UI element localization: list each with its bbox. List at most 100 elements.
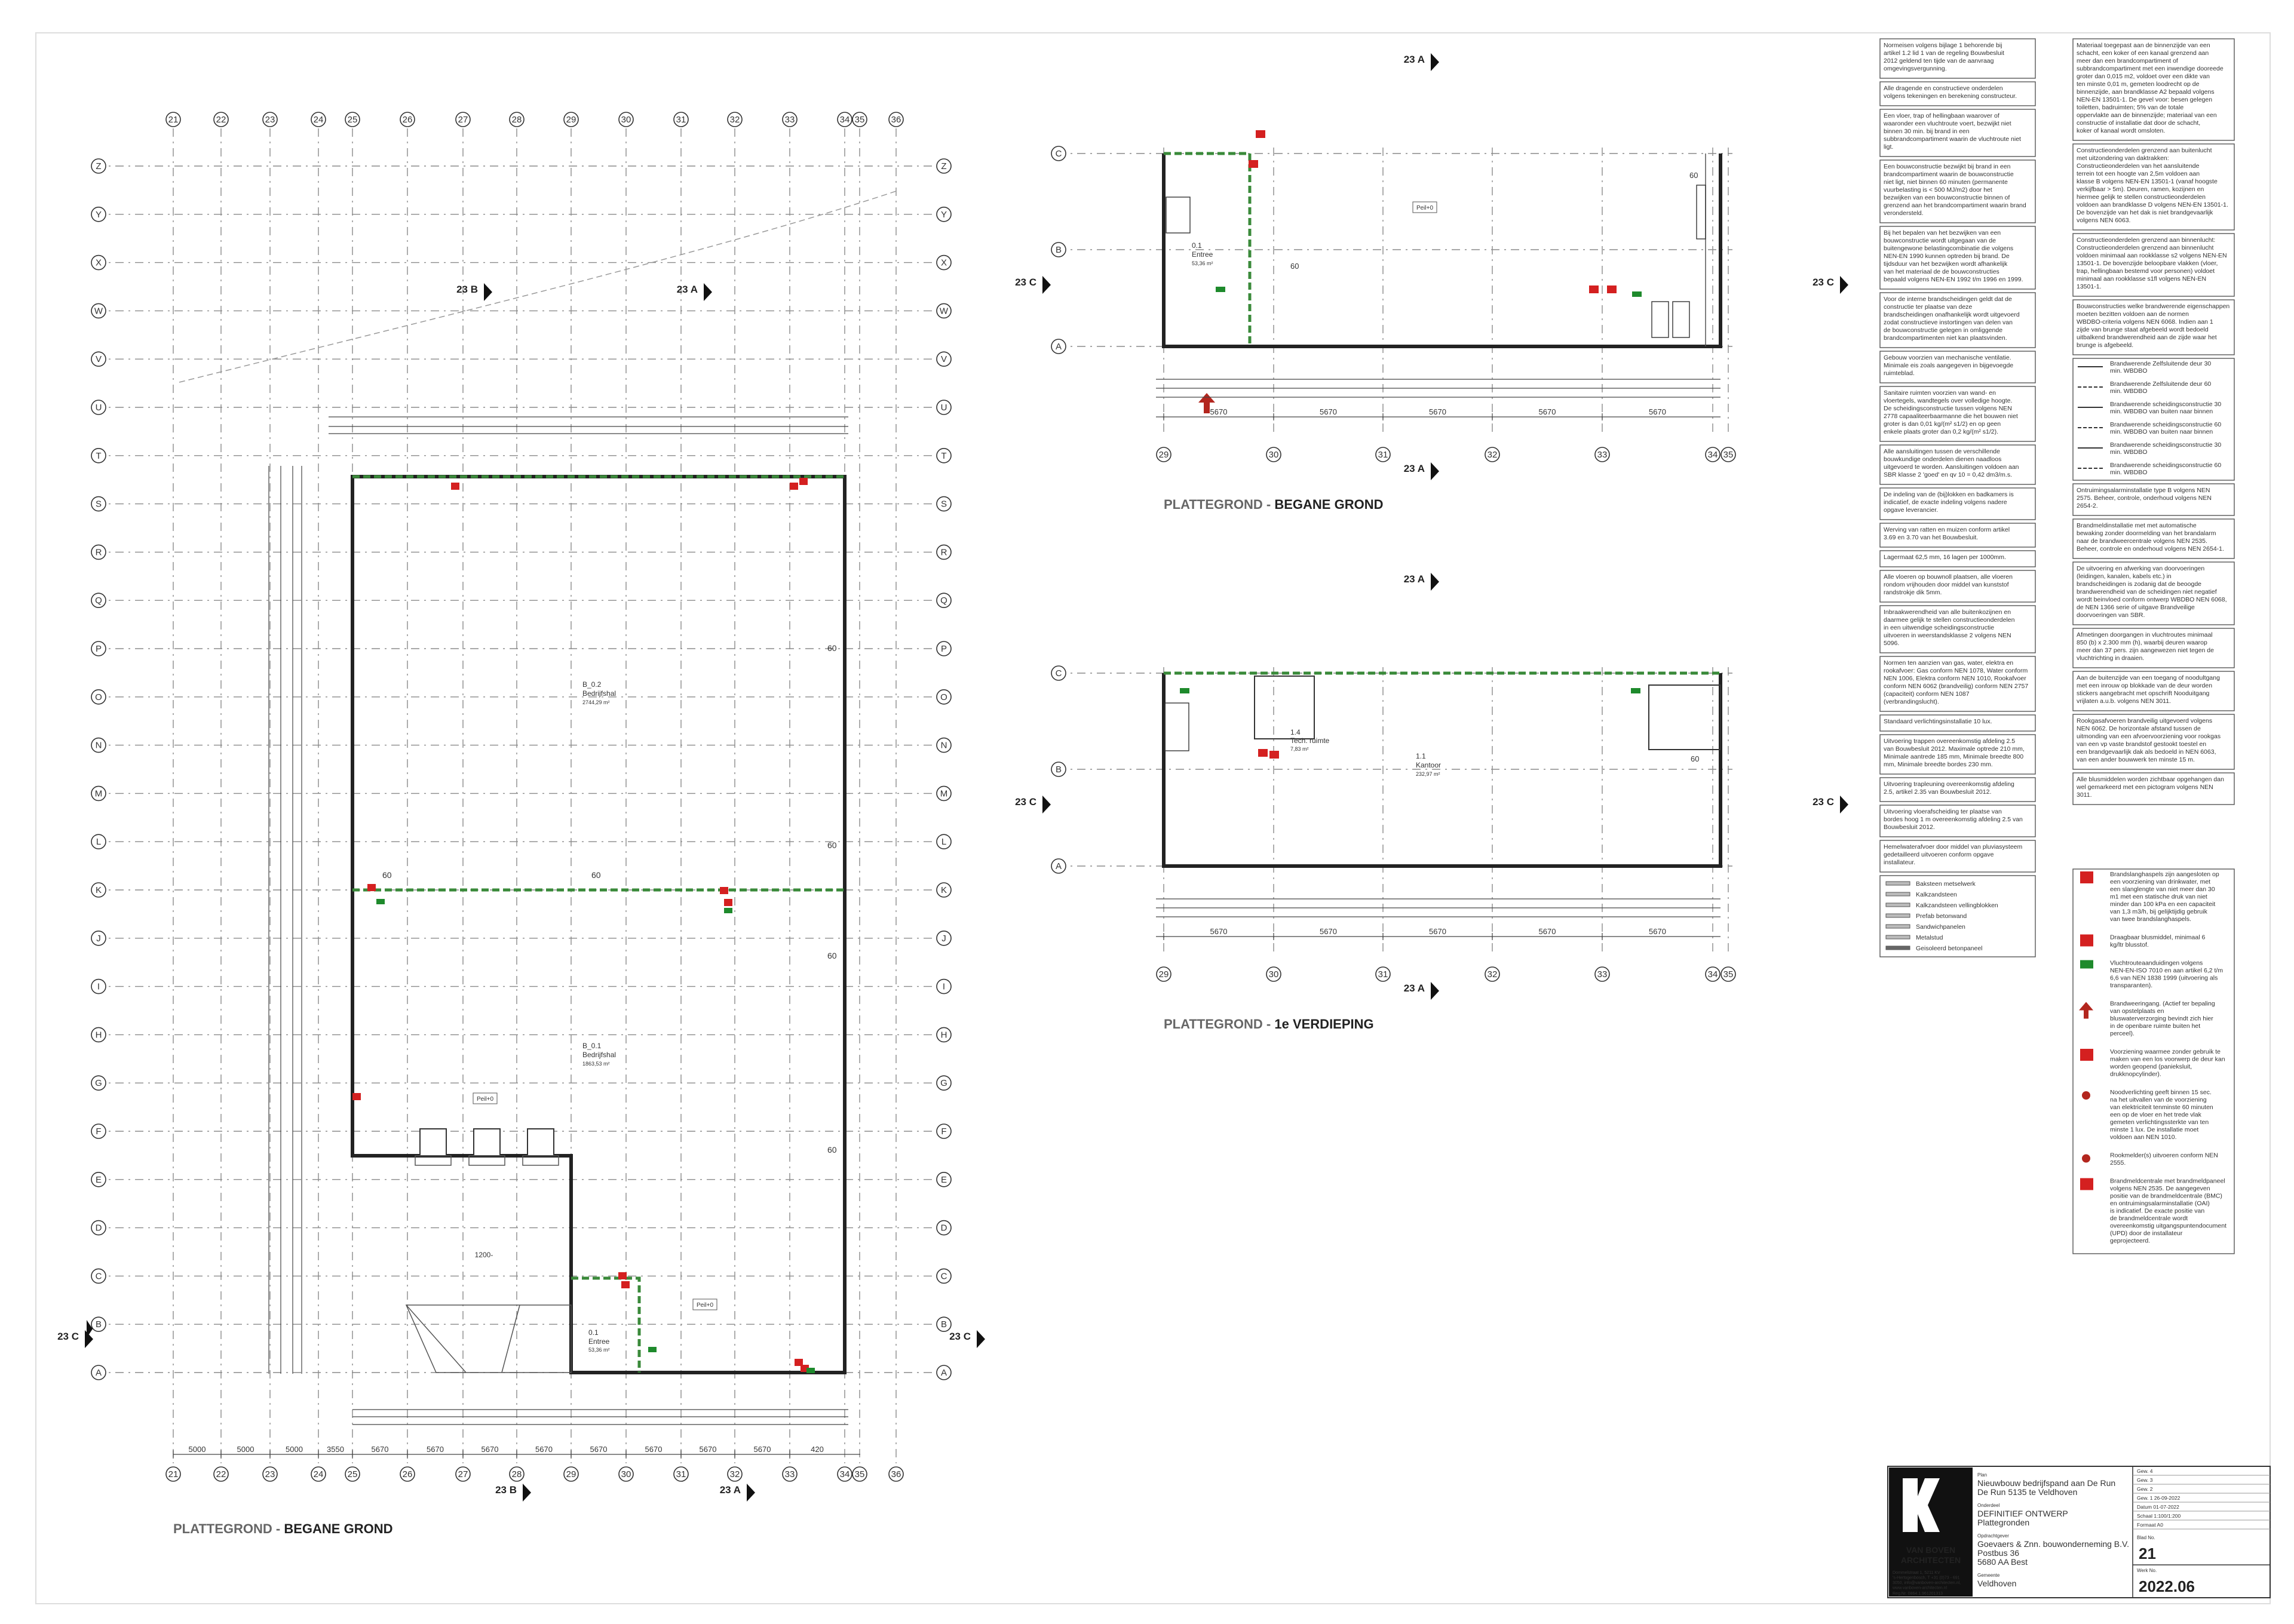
grid-bubble	[91, 978, 106, 994]
dock-leveller	[415, 1155, 452, 1166]
grid-label: U	[96, 403, 102, 413]
dimension-value: 5670	[427, 1445, 444, 1454]
note-text: Uitvoering trappen overeenkomstig afdeli…	[1884, 738, 2015, 745]
grid-bubble	[1051, 665, 1066, 681]
grid-label: 21	[168, 1469, 179, 1479]
title-row-text: Gew. 4	[2137, 1468, 2153, 1474]
grid-label: B	[941, 1319, 947, 1330]
legend-fire-label: voldoen aan NEN 1010.	[2110, 1134, 2177, 1141]
legend-fire-label: na het uitvallen van de voorziening	[2110, 1097, 2207, 1104]
legend-fire-label: Rookmelder(s) uitvoeren conform NEN	[2110, 1152, 2218, 1159]
exit-sign-symbol	[1631, 688, 1640, 693]
grid-bubble	[1485, 966, 1500, 982]
note-text: ten minste 0,01 m, gemeten loodrecht op …	[2077, 81, 2200, 88]
grid-label: 35	[855, 115, 865, 125]
exit-sign-symbol	[1632, 291, 1642, 297]
fire-rating-label: 60	[827, 1145, 837, 1155]
note-text: NEN 1006, Elektra conform NEN 1010, Rook…	[1884, 675, 2026, 682]
grid-bubble	[509, 1466, 525, 1482]
grid-bubble	[509, 112, 525, 127]
note-text: Uitvoering vloerafscheiding ter plaatse …	[1884, 808, 2002, 815]
legend-fire-label: van twee brandslanghaspels.	[2110, 916, 2191, 923]
grid-label: 33	[1597, 450, 1608, 460]
grid-label: Q	[940, 595, 947, 606]
grid-label: 23	[265, 1469, 275, 1479]
note-text: voldoen minimaal aan rookklasse s2 volge…	[2077, 252, 2227, 259]
grid-bubble	[936, 882, 952, 898]
grid-label: 30	[621, 115, 631, 125]
dimension-value: 5670	[1320, 927, 1337, 936]
room-area: 53,36 m²	[588, 1347, 610, 1353]
note-text: bouwconstructie wordt uitgegaan van de	[1884, 237, 1996, 244]
plan-title-name: 1e VERDIEPING	[1274, 1017, 1373, 1031]
client-address: Postbus 36	[1977, 1548, 2019, 1558]
grid-label: 22	[216, 1469, 226, 1479]
grid-bubble	[936, 351, 952, 367]
grid-bubble	[837, 112, 852, 127]
material-swatch	[1885, 945, 1910, 950]
dimension-value: 420	[811, 1445, 824, 1454]
legend-icon	[2082, 1091, 2090, 1100]
grid-bubble	[936, 158, 952, 174]
grid-bubble	[936, 785, 952, 802]
grid-bubble	[213, 1466, 229, 1482]
note-text: de bouwconstructie gelegen in omliggende	[1884, 327, 2002, 334]
grid-bubble	[91, 206, 106, 222]
fire-hose-reel-symbol	[1249, 160, 1258, 168]
subject: DEFINITIEF ONTWERP	[1977, 1509, 2068, 1518]
note-text: van Bouwbesluit 2012. Maximale optrede 2…	[1884, 745, 2025, 753]
grid-label: K	[96, 885, 102, 895]
fire-hose-reel-symbol	[1589, 285, 1599, 293]
note-text: Constructieonderdelen grenzend aan buite…	[2077, 147, 2212, 154]
outer-wall	[1162, 154, 1722, 348]
grid-bubble	[1705, 447, 1720, 462]
grid-label: F	[96, 1126, 101, 1137]
grid-bubble	[563, 112, 579, 127]
exit-sign-symbol	[648, 1347, 657, 1352]
grid-label: 30	[1269, 450, 1279, 460]
grid-label: 32	[730, 115, 740, 125]
note-text: brandwerendheid van de scheidingen niet …	[2077, 588, 2217, 595]
grid-label: M	[95, 788, 103, 799]
note-text: schacht, een koker of een kanaal grenzen…	[2077, 50, 2209, 57]
note-box	[2072, 628, 2235, 668]
room-area: 232,97 m²	[1416, 771, 1440, 777]
section-mark-arrow	[1042, 276, 1051, 294]
ramp-line	[501, 1304, 520, 1373]
plan-label: Plan	[1977, 1472, 1987, 1478]
grid-bubble	[91, 496, 106, 512]
note-text: oppervlakte aan de binnenzijde; materiaa…	[2077, 112, 2217, 119]
note-text: wel gemarkeerd met een pictogram volgens…	[2076, 784, 2213, 791]
legend-fire-label: drukknopcylinder).	[2110, 1071, 2161, 1078]
fire-hose-reel-symbol	[1256, 130, 1265, 138]
grid-label: B	[1056, 765, 1062, 775]
office-address: www.vanboven-architecten.nl	[1892, 1586, 1947, 1591]
main-plan-grid: 2121222223232424252526262727282829293030…	[91, 112, 952, 1482]
section-mark-arrow	[1431, 53, 1439, 71]
note-text: uitmonding van een afvoervoorziening voo…	[2077, 733, 2221, 740]
grid-bubble	[91, 882, 106, 898]
section-mark-label: 23 B	[456, 284, 478, 295]
note-text: brandscheidingen onafhankelijk wordt uit…	[1884, 311, 2020, 318]
title-row-text: Gew. 3	[2137, 1477, 2153, 1483]
note-text: uitgevoerd te worden. Aansluitingen vold…	[1884, 463, 2019, 471]
fire-hose-reel-symbol	[451, 483, 459, 490]
section-mark-label: 23 C	[1015, 796, 1036, 808]
grid-bubble	[311, 1466, 326, 1482]
legend-fire-label: volgens NEN 2535. De aangegeven	[2110, 1185, 2210, 1192]
grid-label: 30	[1269, 969, 1279, 980]
grid-label: 31	[676, 1469, 686, 1479]
grid-label: Y	[96, 210, 102, 220]
note-text: niet ligt, niet binnen 60 minuten (perma…	[1884, 179, 2008, 186]
note-text: De indeling van de (bij)lokken en badkam…	[1884, 491, 2014, 498]
grid-label: L	[941, 837, 946, 847]
note-text: opgave leverancier.	[1884, 506, 1938, 514]
grid-bubble	[936, 978, 952, 994]
grid-label: 29	[566, 1469, 576, 1479]
note-box	[1879, 159, 2036, 223]
grid-label: 24	[314, 1469, 324, 1479]
grid-bubble	[1594, 447, 1610, 462]
note-text: bouwkundige onderdelen dienen naadloos	[1884, 456, 2001, 463]
note-text: moeten bezitten voldoen aan de normen	[2077, 311, 2189, 318]
